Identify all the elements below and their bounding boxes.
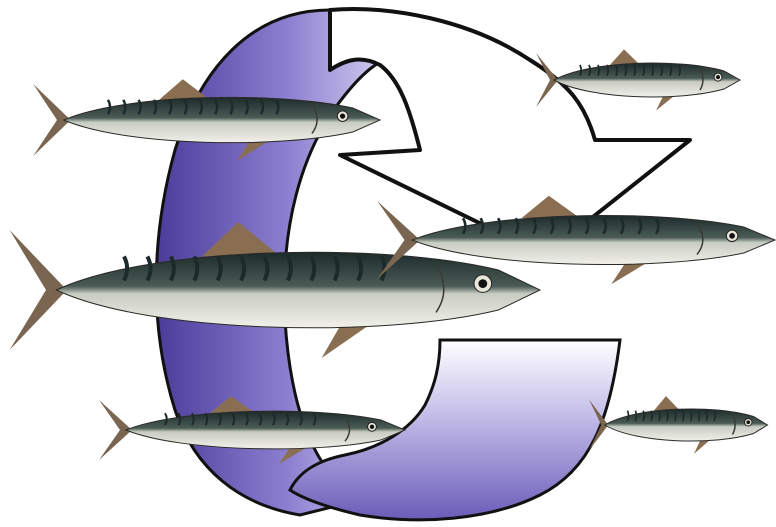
fish-pupil — [716, 75, 720, 79]
fish-stripe — [124, 256, 127, 280]
fish-body — [412, 215, 775, 264]
mackerel-fish-icon — [589, 396, 768, 454]
fish-school — [10, 49, 775, 464]
fish-body — [126, 411, 405, 449]
fish-pupil — [478, 279, 487, 288]
fish-pupil — [729, 233, 735, 239]
fish-body — [56, 252, 540, 328]
fish-body — [64, 97, 380, 142]
fish-pupil — [746, 420, 750, 424]
fish-dorsal-fin — [654, 396, 680, 411]
fish-pupil — [340, 114, 345, 119]
fish-dorsal-fin — [610, 49, 640, 64]
fish-pupil — [370, 425, 374, 429]
